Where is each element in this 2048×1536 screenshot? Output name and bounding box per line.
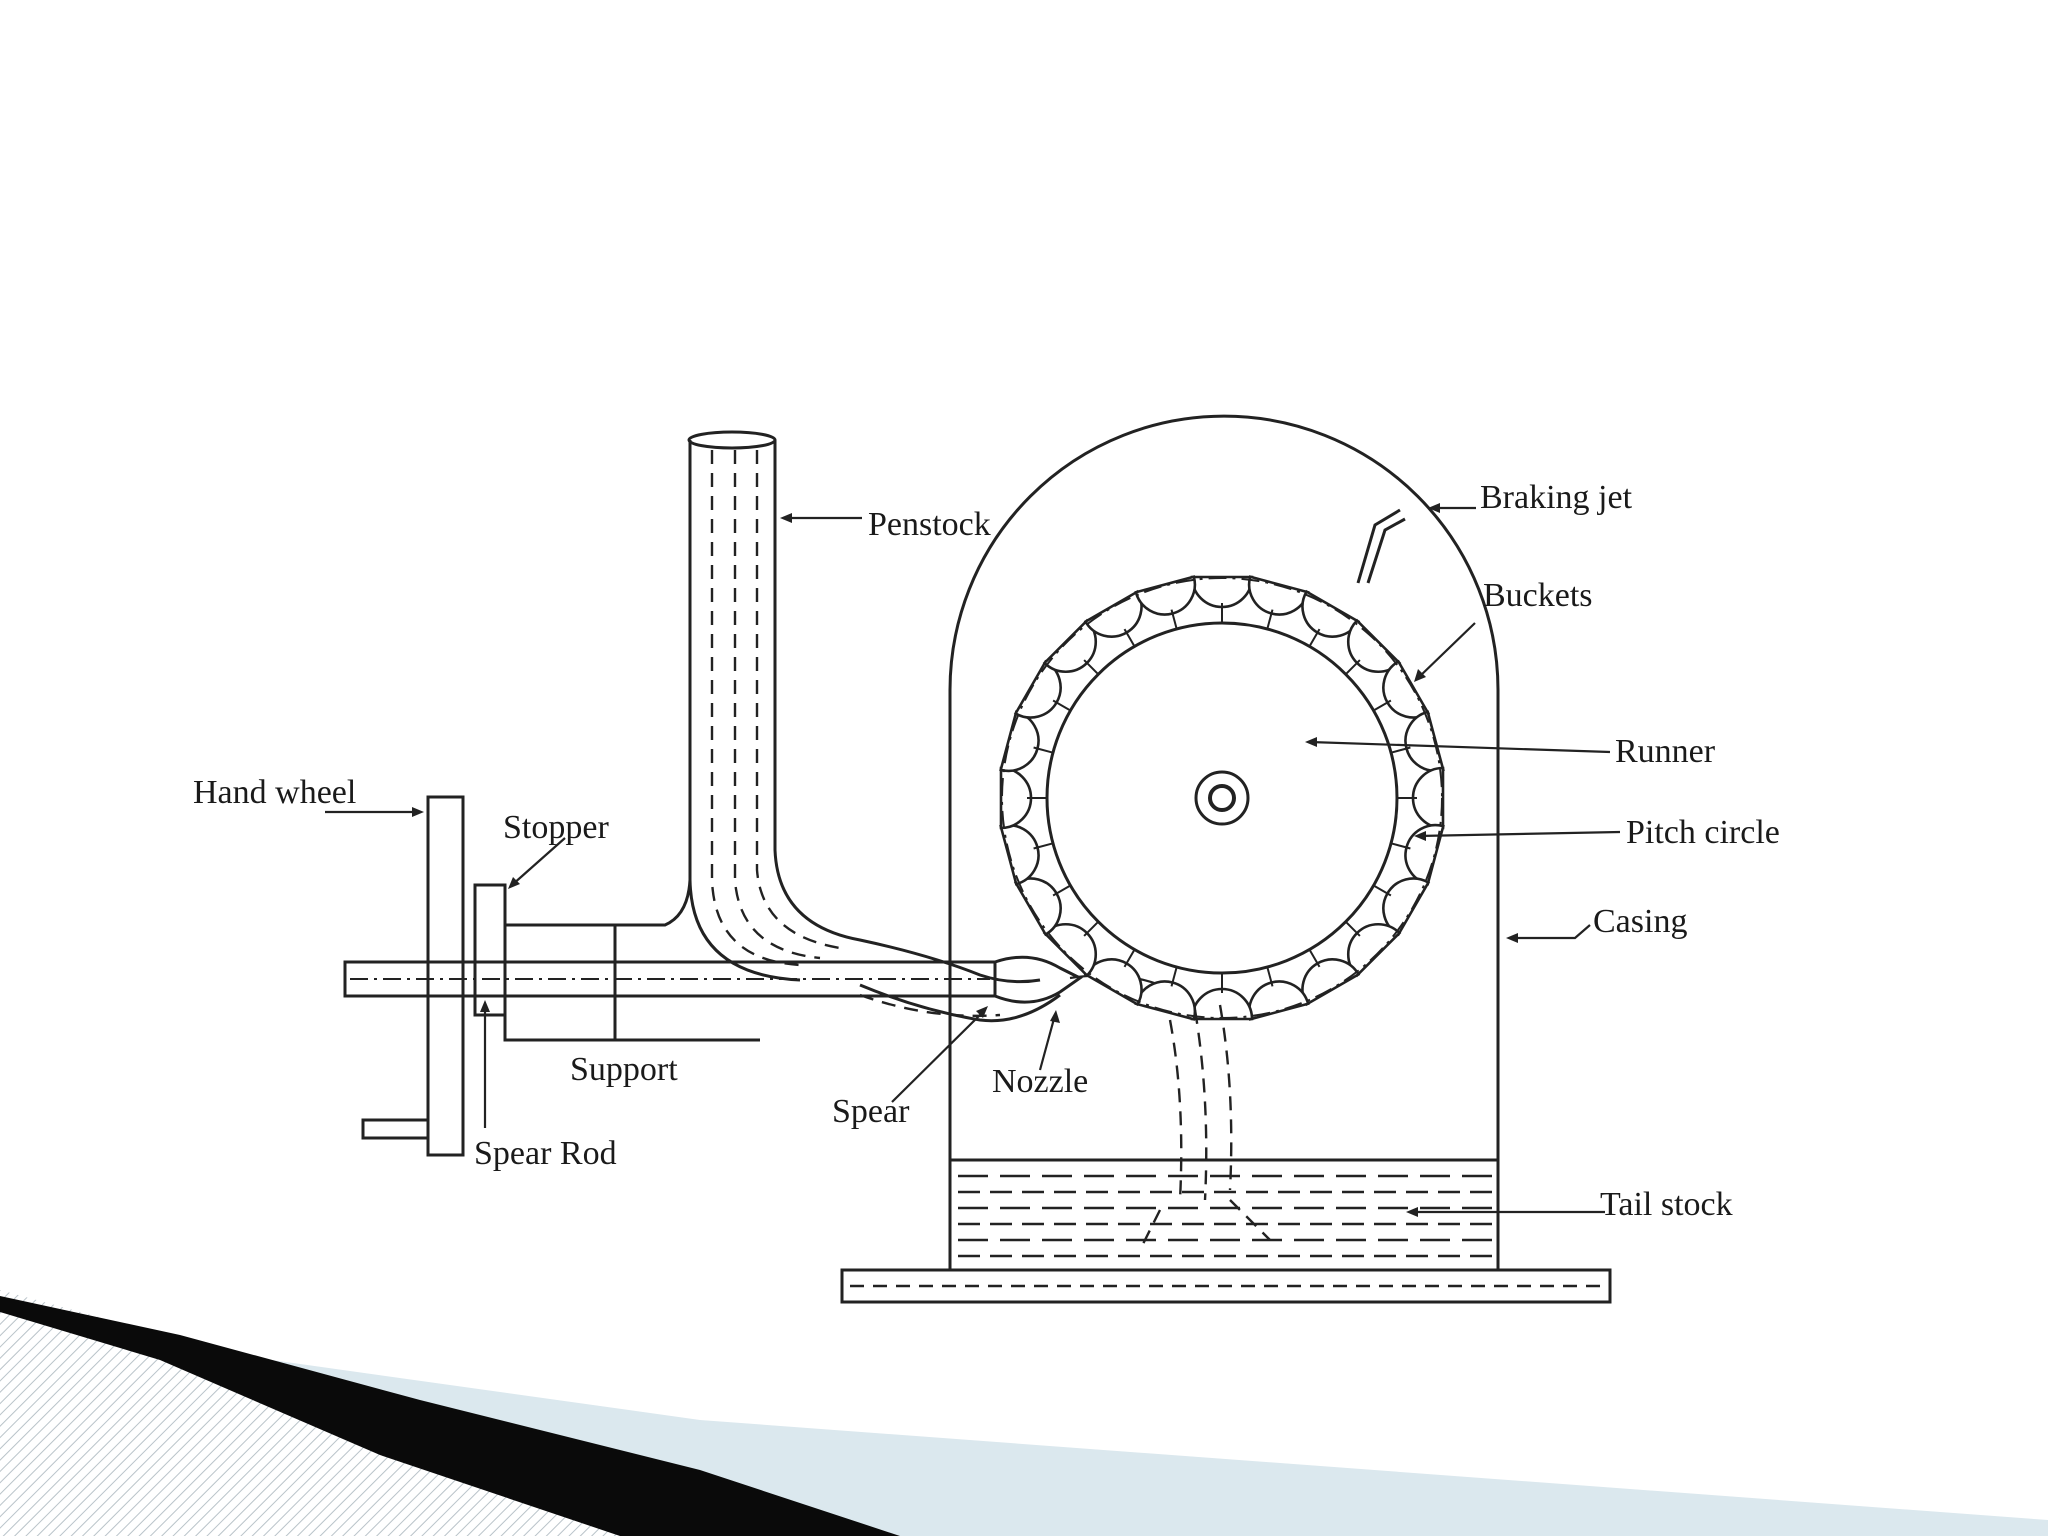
bucket-stem [1390, 842, 1411, 850]
bucket-stem [1266, 966, 1274, 987]
bucket [1247, 575, 1310, 616]
hub-inner [1208, 784, 1236, 812]
bucket-stem [1033, 746, 1054, 754]
bucket-stem [1308, 949, 1321, 968]
bucket-stem [1266, 609, 1274, 630]
bucket-stem [1170, 966, 1178, 987]
label-runner: Runner [1615, 733, 1716, 770]
label-nozzle: Nozzle [992, 1063, 1088, 1100]
bucket [1411, 766, 1445, 830]
leader-lines [325, 503, 1621, 1217]
bucket-stem [1083, 659, 1100, 676]
label-spear-rod: Spear Rod [474, 1135, 617, 1172]
penstock [687, 430, 1041, 984]
bucket [999, 766, 1033, 830]
hub-outer [1194, 770, 1250, 826]
ribbon-light [0, 1300, 2048, 1536]
bucket-stem [1344, 659, 1361, 676]
bucket-stem [1123, 949, 1136, 968]
bucket-stem [1123, 628, 1136, 647]
labels: Penstock Braking jet Buckets Runner Pitc… [193, 479, 1780, 1223]
casing [948, 414, 1500, 1270]
falling-water [1138, 1004, 1271, 1251]
runner-disc [1045, 621, 1399, 975]
bucket [999, 710, 1040, 773]
base [840, 1268, 1612, 1304]
hand-wheel [361, 795, 465, 1157]
label-casing: Casing [1593, 903, 1687, 940]
bucket-stem [1373, 699, 1392, 712]
bucket [1134, 575, 1197, 616]
spear-rod [343, 960, 997, 998]
label-spear: Spear [832, 1093, 910, 1130]
ribbon-dark [0, 1296, 900, 1536]
label-hand-wheel: Hand wheel [193, 774, 356, 811]
bucket-stem [1052, 699, 1071, 712]
support [503, 879, 760, 1042]
bucket-stem [1033, 842, 1054, 850]
bucket-stem [1373, 884, 1392, 897]
label-penstock: Penstock [868, 506, 991, 543]
bucket [1190, 575, 1254, 609]
tail-race-water [950, 1158, 1498, 1258]
label-stopper: Stopper [503, 809, 609, 846]
label-tail-stock: Tail stock [1600, 1186, 1733, 1223]
label-buckets: Buckets [1483, 577, 1593, 614]
stopper [473, 883, 507, 1017]
bucket-stem [1390, 746, 1411, 754]
label-support: Support [570, 1051, 678, 1088]
braking-jet [1356, 508, 1406, 584]
bucket-stem [1308, 628, 1321, 647]
label-pitch-circle: Pitch circle [1626, 814, 1780, 851]
bucket-stem [1344, 920, 1361, 937]
bucket-stem [1170, 609, 1178, 630]
bucket-stem [1083, 920, 1100, 937]
runner-wheel [999, 575, 1445, 1021]
bucket [1404, 823, 1445, 886]
bucket-stem [1052, 884, 1071, 897]
label-braking-jet: Braking jet [1480, 479, 1633, 516]
decorative-ribbon [0, 1290, 2048, 1536]
